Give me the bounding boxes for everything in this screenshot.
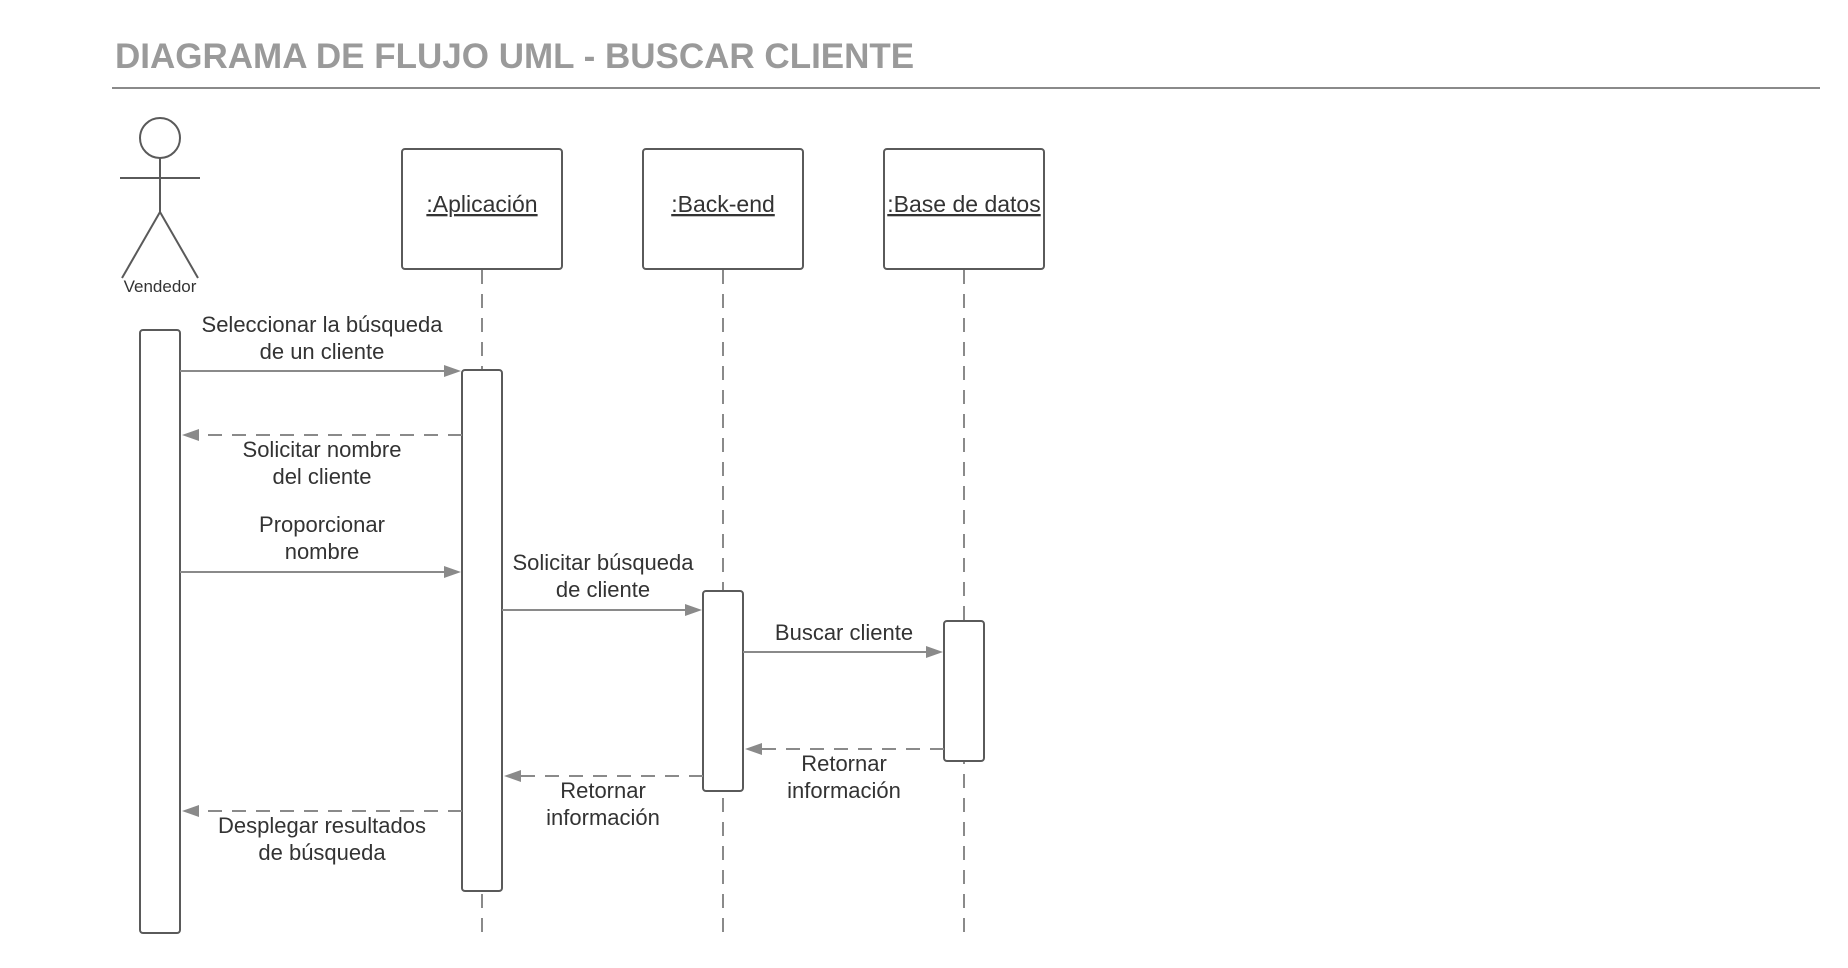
activation-vendedor bbox=[139, 329, 181, 934]
message-buscar-cliente: Buscar cliente bbox=[743, 620, 943, 658]
message-seleccionar-busqueda: Seleccionar la búsqueda de un cliente bbox=[180, 312, 461, 377]
arrowhead bbox=[926, 646, 943, 658]
lifeline-box-aplicacion-rect bbox=[401, 148, 563, 270]
message-label: Proporcionar bbox=[259, 512, 385, 537]
message-solicitar-nombre: Solicitar nombre del cliente bbox=[182, 429, 462, 489]
message-retornar-informacion-bd: Retornar información bbox=[745, 743, 944, 803]
actor-label: Vendedor bbox=[124, 277, 197, 296]
message-label: Solicitar búsqueda bbox=[512, 550, 694, 575]
diagram-title: DIAGRAMA DE FLUJO UML - BUSCAR CLIENTE bbox=[115, 37, 914, 76]
lifeline-label-basedatos: :Base de datos bbox=[887, 191, 1040, 217]
arrowhead bbox=[745, 743, 762, 755]
message-label: Seleccionar la búsqueda bbox=[202, 312, 444, 337]
message-desplegar-resultados: Desplegar resultados de búsqueda bbox=[182, 805, 462, 865]
lifeline-label-backend: :Back-end bbox=[671, 191, 775, 217]
message-label: nombre bbox=[285, 539, 360, 564]
message-label: información bbox=[787, 778, 901, 803]
message-retornar-informacion-backend: Retornar información bbox=[504, 770, 703, 830]
arrowhead bbox=[444, 566, 461, 578]
message-label: Desplegar resultados bbox=[218, 813, 426, 838]
arrowhead bbox=[504, 770, 521, 782]
lifeline-label-aplicacion: :Aplicación bbox=[426, 191, 537, 217]
message-label: Retornar bbox=[801, 751, 887, 776]
message-label: información bbox=[546, 805, 660, 830]
actor-vendedor: Vendedor bbox=[120, 117, 200, 296]
activation-aplicacion bbox=[461, 369, 503, 892]
arrowhead bbox=[182, 805, 199, 817]
arrowhead bbox=[182, 429, 199, 441]
actor-right-leg bbox=[159, 211, 199, 279]
lifeline-box-aplicacion: :Aplicación bbox=[401, 148, 563, 270]
arrowhead bbox=[444, 365, 461, 377]
lifeline-box-backend: :Back-end bbox=[642, 148, 804, 270]
message-label: Buscar cliente bbox=[775, 620, 913, 645]
lifeline-box-backend-rect bbox=[642, 148, 804, 270]
lifeline-box-basedatos-rect bbox=[883, 148, 1045, 270]
activation-basedatos bbox=[943, 620, 985, 762]
message-label: de búsqueda bbox=[258, 840, 386, 865]
activation-backend bbox=[702, 590, 744, 792]
actor-left-leg bbox=[121, 211, 161, 279]
message-label: de un cliente bbox=[260, 339, 385, 364]
message-label: de cliente bbox=[556, 577, 650, 602]
actor-head bbox=[139, 117, 181, 159]
message-proporcionar-nombre: Proporcionar nombre bbox=[180, 512, 461, 578]
message-label: del cliente bbox=[272, 464, 371, 489]
arrowhead bbox=[685, 604, 702, 616]
message-label: Solicitar nombre bbox=[243, 437, 402, 462]
lifeline-box-basedatos: :Base de datos bbox=[883, 148, 1045, 270]
message-label: Retornar bbox=[560, 778, 646, 803]
message-solicitar-busqueda: Solicitar búsqueda de cliente bbox=[502, 550, 702, 616]
